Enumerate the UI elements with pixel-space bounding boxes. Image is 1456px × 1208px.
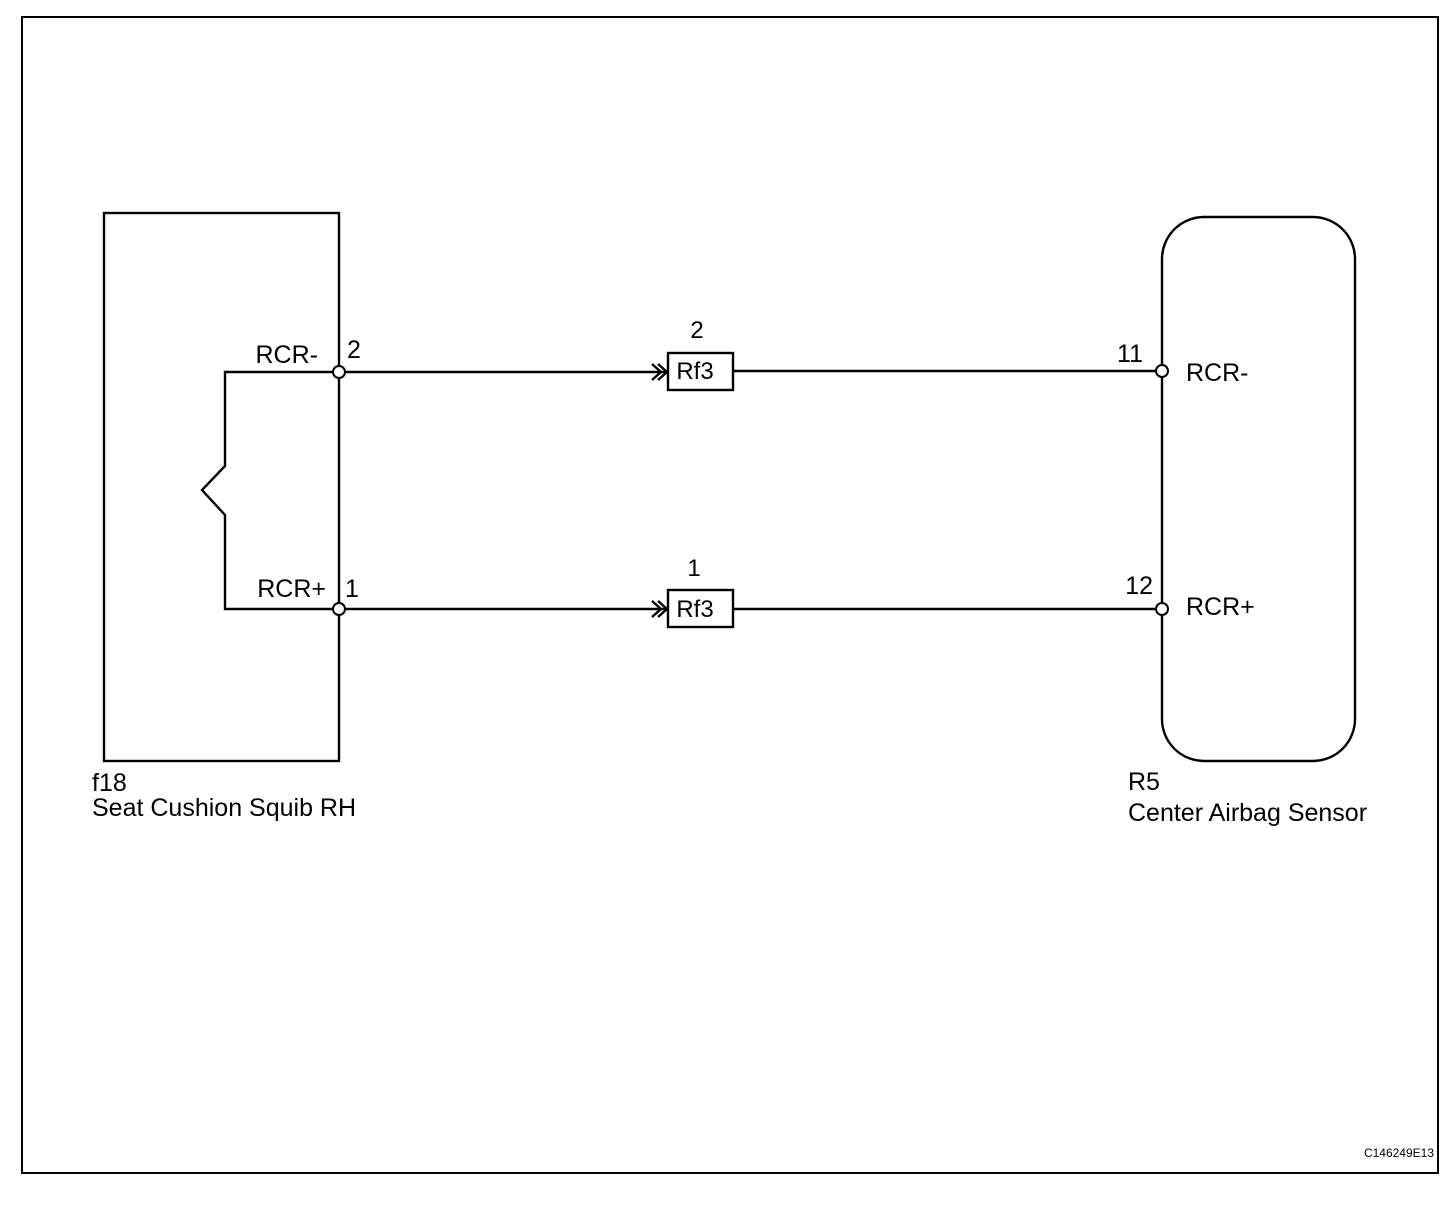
f18-name-label: Seat Cushion Squib RH	[92, 794, 356, 822]
r5-name-label: Center Airbag Sensor	[1128, 799, 1367, 827]
connector-lower-name: Rf3	[676, 596, 713, 623]
connector-arrow-lower	[651, 600, 663, 618]
terminal-r5-pin12	[1155, 602, 1169, 616]
r5-pin12-number-label: 12	[1125, 572, 1153, 600]
terminal-f18-pin2	[332, 365, 346, 379]
f18-pin2-signal-label: RCR-	[256, 341, 319, 369]
connector-lower-pin-label: 1	[687, 555, 700, 582]
squib-element	[200, 370, 339, 611]
squib-component-box	[102, 211, 341, 763]
f18-pin1-signal-label: RCR+	[257, 575, 326, 603]
airbag-sensor-component-box	[1160, 215, 1357, 763]
r5-code-label: R5	[1128, 768, 1160, 796]
connector-upper-name: Rf3	[676, 358, 713, 385]
terminal-f18-pin1	[332, 602, 346, 616]
f18-pin2-number-label: 2	[347, 336, 361, 364]
f18-pin1-number-label: 1	[345, 575, 359, 603]
r5-pin11-signal-label: RCR-	[1186, 359, 1249, 387]
r5-pin11-number-label: 11	[1117, 340, 1143, 368]
diagram-frame	[21, 16, 1439, 1174]
r5-pin12-signal-label: RCR+	[1186, 593, 1255, 621]
terminal-r5-pin11	[1155, 364, 1169, 378]
figure-id: C146249E13	[1364, 1146, 1434, 1160]
connector-upper-pin-label: 2	[690, 317, 703, 344]
f18-code-label: f18	[92, 769, 127, 797]
connector-arrow-upper	[651, 363, 663, 381]
